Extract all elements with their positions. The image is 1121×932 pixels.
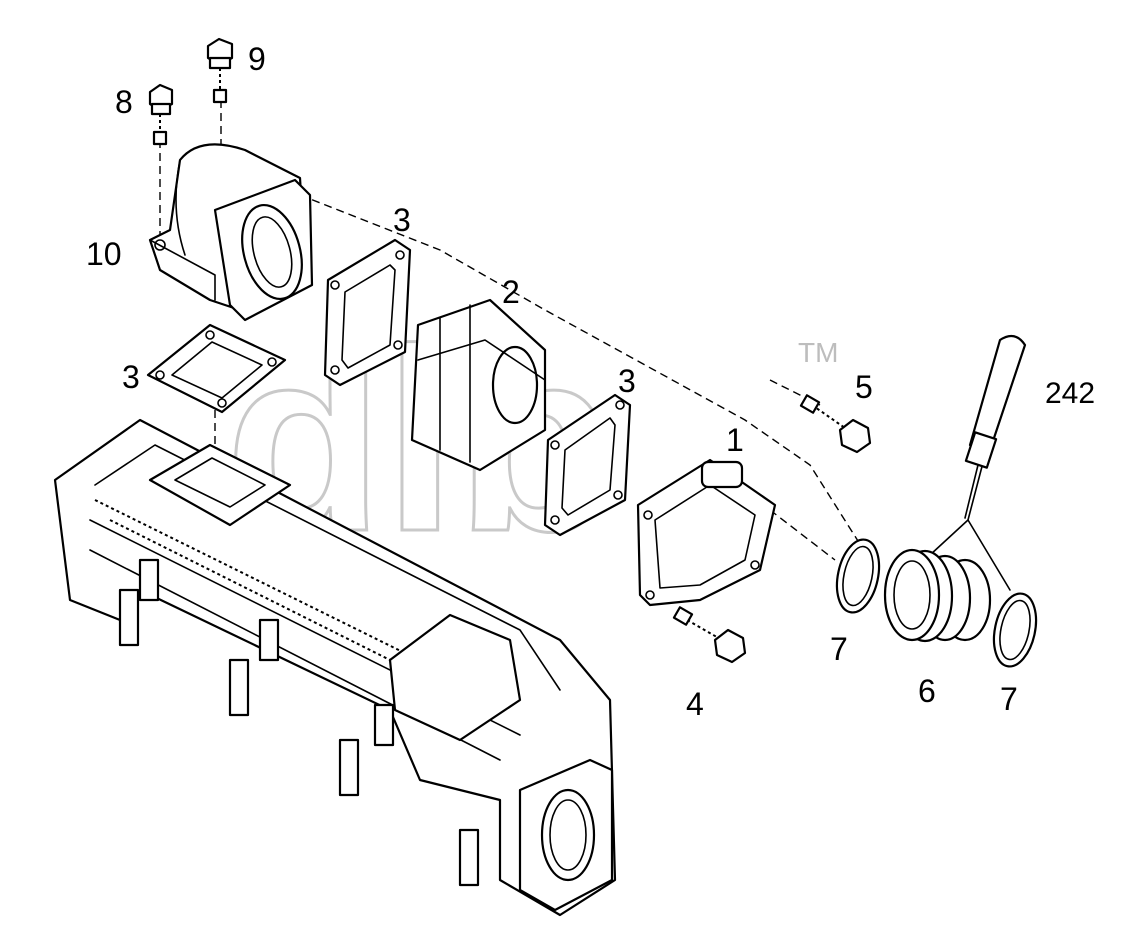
bolt-part-4: [672, 606, 747, 664]
label-part-5: 5: [855, 369, 873, 405]
callout-labels: 1 2 3 3 3 4 5 6 7 7 8 9 10 242: [86, 41, 1095, 722]
o-ring-part-7-left: [835, 538, 881, 614]
heat-shield-part-2: [410, 298, 547, 472]
gasket-part-3-right: [543, 393, 632, 537]
label-part-7-right: 7: [1000, 681, 1018, 717]
bellows-coupling-part-6: [883, 548, 992, 643]
label-part-2: 2: [502, 274, 520, 310]
label-part-3-upper: 3: [393, 202, 411, 238]
bolt-part-9: [206, 37, 234, 104]
label-part-7-left: 7: [830, 631, 848, 667]
label-part-242: 242: [1045, 377, 1095, 410]
label-part-10: 10: [86, 236, 122, 272]
label-part-6: 6: [918, 673, 936, 709]
watermark-tm: TM: [798, 337, 838, 368]
label-part-4: 4: [686, 686, 704, 722]
bolt-part-5: [799, 394, 872, 454]
label-part-9: 9: [248, 41, 266, 77]
flange-plate-part-1: [636, 458, 777, 607]
exhaust-manifold: [53, 418, 617, 917]
label-part-3-right: 3: [618, 363, 636, 399]
label-part-8: 8: [115, 84, 133, 120]
elbow-housing-part-10: [148, 143, 314, 322]
sensor-part-242: [964, 334, 1027, 519]
bolt-part-8: [148, 83, 174, 146]
label-part-3-left: 3: [122, 359, 140, 395]
label-part-1: 1: [726, 422, 744, 458]
o-ring-part-7-right: [992, 592, 1038, 668]
gasket-part-3-left: [146, 323, 287, 414]
gasket-part-3-upper: [323, 238, 412, 387]
